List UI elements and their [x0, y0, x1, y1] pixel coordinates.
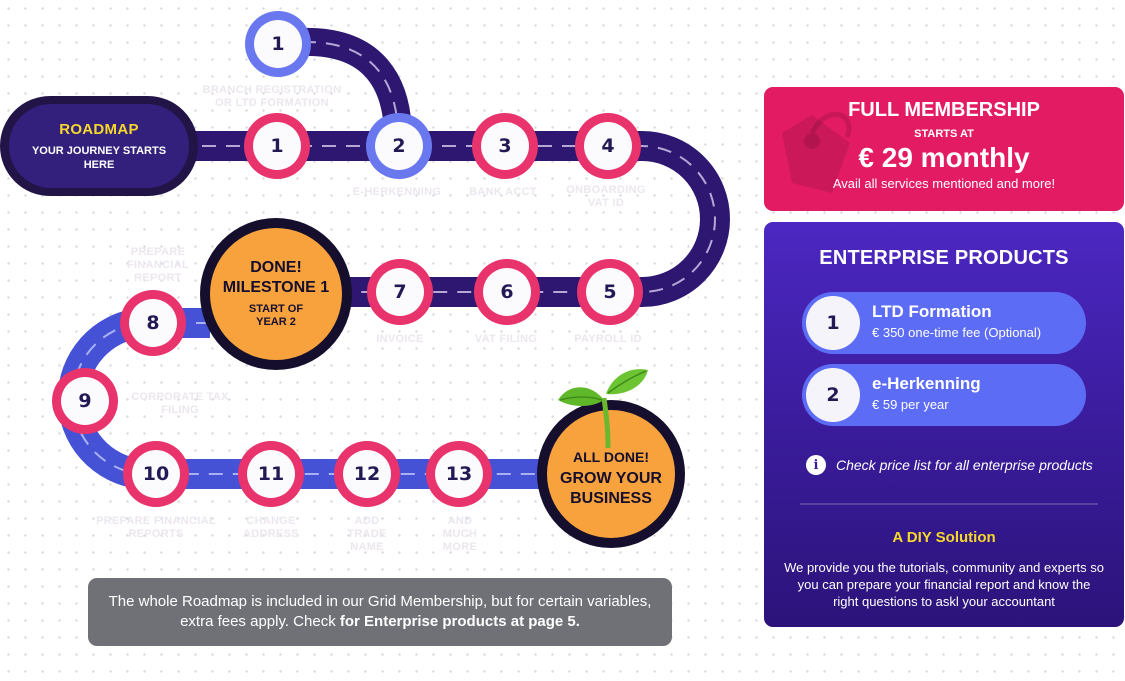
- step-node-10: 10: [123, 441, 189, 507]
- caption-and-much: AND MUCH MORE: [442, 515, 478, 553]
- step-number: 4: [584, 122, 632, 170]
- roadmap-note: The whole Roadmap is included in our Gri…: [88, 578, 672, 646]
- step-number: 12: [343, 450, 391, 498]
- caption-change-address: CHANGE ADDRESS: [243, 515, 299, 540]
- caption-bank: BANK ACCT: [469, 186, 537, 198]
- step-node-9: 9: [52, 368, 118, 434]
- caption-vat: ONBOARDING VAT ID: [566, 184, 646, 209]
- product-name: e-Herkenning: [872, 374, 981, 393]
- enterprise-products-card: ENTERPRISE PRODUCTS 1 LTD Formation € 35…: [764, 222, 1124, 627]
- price-list-text: Check price list for all enterprise prod…: [836, 457, 1093, 473]
- step-number: 1: [254, 20, 302, 68]
- caption-corp-tax: CORPORATE TAX FILING: [131, 391, 229, 416]
- caption-prepare-fin2: PREPARE FINANCIAL REPORTS: [96, 515, 216, 540]
- caption-payroll: PAYROLL ID: [574, 333, 642, 345]
- step-number: 8: [129, 299, 177, 347]
- caption-prepare-fin: PREPARE FINANCIAL REPORT: [127, 246, 189, 284]
- price-list-info[interactable]: i Check price list for all enterprise pr…: [806, 455, 1093, 475]
- step-number: 2: [375, 122, 423, 170]
- step-number: 1: [253, 122, 301, 170]
- step-node-7: 7: [367, 259, 433, 325]
- enterprise-title: ENTERPRISE PRODUCTS: [819, 247, 1069, 269]
- milestone-line2: MILESTONE 1: [222, 279, 330, 296]
- enterprise-product-ltd[interactable]: 1 LTD Formation € 350 one-time fee (Opti…: [802, 292, 1086, 354]
- all-done-line2: GROW YOUR BUSINESS: [560, 470, 662, 507]
- roadmap-subtitle: YOUR JOURNEY STARTS HERE: [31, 144, 167, 171]
- membership-note: Avail all services mentioned and more!: [832, 176, 1056, 191]
- price-tag-icon: [782, 112, 852, 193]
- step-node-12: 12: [334, 441, 400, 507]
- info-icon: i: [806, 455, 826, 475]
- product-name: LTD Formation: [872, 302, 992, 321]
- step-number: 10: [132, 450, 180, 498]
- step-number: 3: [481, 122, 529, 170]
- step-node-13: 13: [426, 441, 492, 507]
- step-node-4: 4: [575, 113, 641, 179]
- starts-at-label: STARTS AT: [914, 128, 974, 140]
- step-number: 7: [376, 268, 424, 316]
- caption-invoice: INVOICE: [376, 333, 424, 345]
- diy-body: We provide you the tutorials, community …: [784, 560, 1104, 609]
- roadmap-title: ROADMAP: [59, 120, 139, 138]
- step-number: 9: [61, 377, 109, 425]
- milestone-line3: START OF YEAR 2: [248, 303, 304, 328]
- caption-branch: BRANCH REGISTRATION OR LTD FORMATION: [202, 84, 342, 109]
- product-price: € 59 per year: [872, 397, 949, 412]
- product-number: 2: [806, 368, 860, 422]
- step-node-6: 6: [474, 259, 540, 325]
- step-number: 6: [483, 268, 531, 316]
- note-text: The whole Roadmap is included in our Gri…: [108, 593, 652, 630]
- step-number: 11: [247, 450, 295, 498]
- step-node-3: 3: [472, 113, 538, 179]
- step-node-2: 2: [366, 113, 432, 179]
- membership-price: € 29 monthly: [858, 142, 1030, 173]
- step-node-1: 1: [244, 113, 310, 179]
- all-done-line1: ALL DONE!: [573, 449, 649, 465]
- caption-add-trade: ADD TRADE NAME: [347, 515, 387, 553]
- step-node-11: 11: [238, 441, 304, 507]
- note-link[interactable]: for Enterprise products at page 5.: [339, 613, 580, 630]
- full-membership-card: FULL MEMBERSHIP STARTS AT € 29 monthly A…: [764, 87, 1124, 211]
- step-node-1-branch: 1: [245, 11, 311, 77]
- product-number: 1: [806, 296, 860, 350]
- step-node-5: 5: [577, 259, 643, 325]
- step-node-8: 8: [120, 290, 186, 356]
- caption-vat-filing: VAT FILING: [474, 333, 538, 345]
- diy-title: A DIY Solution: [892, 529, 996, 546]
- all-done-milestone: ALL DONE! GROW YOUR BUSINESS: [537, 400, 685, 548]
- enterprise-product-eherkenning[interactable]: 2 e-Herkenning € 59 per year: [802, 364, 1086, 426]
- step-number: 13: [435, 450, 483, 498]
- product-price: € 350 one-time fee (Optional): [872, 325, 1042, 340]
- roadmap-start-pill: ROADMAP YOUR JOURNEY STARTS HERE: [0, 96, 198, 196]
- milestone-1: DONE! MILESTONE 1 START OF YEAR 2: [200, 218, 352, 370]
- caption-eherkenning: E-HERKENNING: [352, 186, 442, 198]
- sprout-icon: [558, 369, 648, 448]
- divider: [800, 503, 1098, 505]
- milestone-line1: DONE!: [250, 259, 302, 276]
- step-number: 5: [586, 268, 634, 316]
- full-membership-title: FULL MEMBERSHIP: [848, 99, 1040, 121]
